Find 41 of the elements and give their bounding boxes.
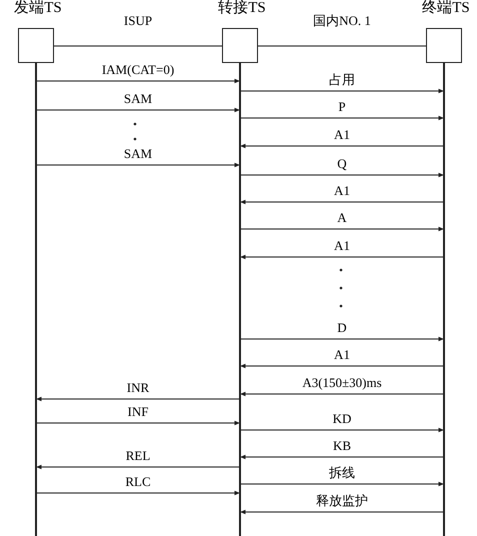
message-arrow (36, 420, 240, 426)
message-label: A1 (332, 183, 352, 198)
message-label: 国内NO. 1 (311, 13, 373, 28)
message-arrow (240, 200, 444, 204)
message-label: SAM (122, 91, 154, 106)
message-arrow (240, 88, 444, 94)
station-label: 发端TS (13, 0, 63, 17)
message-arrow (240, 144, 444, 148)
message-label: 拆线 (327, 465, 357, 480)
message-label: A1 (332, 127, 352, 142)
message-arrow (240, 428, 444, 432)
message-arrow (240, 364, 444, 368)
message-arrow (240, 172, 444, 178)
message-arrow (36, 162, 240, 168)
message-label: SAM (122, 146, 154, 161)
message-label: A3(150±30)ms (300, 375, 384, 390)
message-arrow (36, 108, 240, 112)
message-label: 释放监护 (314, 493, 370, 508)
message-arrow (240, 482, 444, 486)
message-arrow (240, 254, 444, 260)
message-label: IAM(CAT=0) (100, 62, 176, 77)
message-arrow (240, 454, 444, 460)
message-arrow (240, 392, 444, 396)
message-arrow (240, 336, 444, 342)
message-arrow (240, 226, 444, 232)
message-label: 占用 (327, 72, 357, 87)
message-arrow (240, 510, 444, 514)
station-label: 终端TS (421, 0, 471, 17)
link-line (54, 45, 222, 47)
message-label: A (335, 210, 349, 225)
message-label: ISUP (122, 13, 154, 28)
message-arrow (240, 116, 444, 120)
message-arrow (36, 78, 240, 84)
message-label: Q (335, 156, 349, 171)
message-label: A1 (332, 347, 352, 362)
message-arrow (36, 396, 240, 402)
message-arrow (36, 464, 240, 470)
message-label: RLC (123, 474, 153, 489)
link-line (258, 45, 426, 47)
message-label: A1 (332, 238, 352, 253)
message-arrow (36, 490, 240, 496)
